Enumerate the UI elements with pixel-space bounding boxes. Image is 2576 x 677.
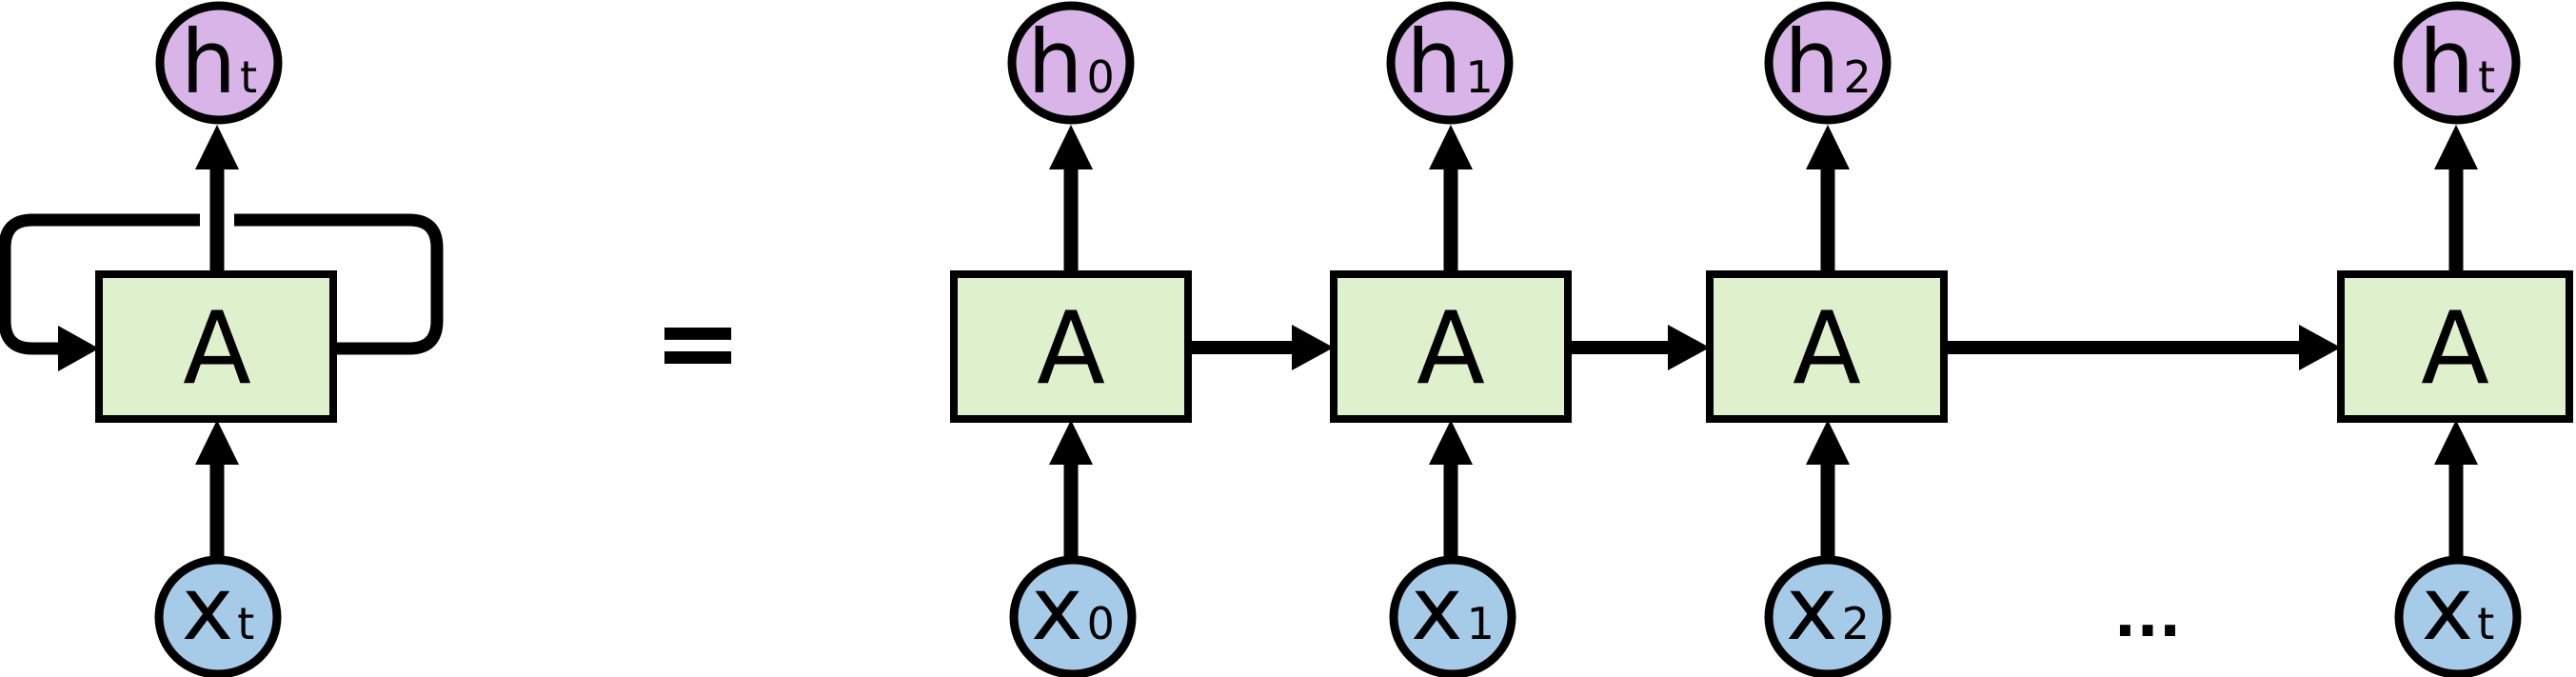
- hidden-node: [155, 1, 283, 125]
- hidden-node-label: ht: [2419, 11, 2495, 113]
- cell-box: [1706, 270, 1948, 423]
- input-arrowhead-icon: [195, 420, 239, 465]
- cell-label: A: [1037, 290, 1105, 407]
- input-node-label: x0: [1031, 558, 1115, 660]
- loop-arrowhead-icon: [58, 326, 99, 371]
- transition-arrow-1: [1188, 325, 1334, 370]
- input-node: [1764, 555, 1892, 677]
- input-node-label: xt: [2422, 558, 2495, 660]
- output-arrowhead-icon: [195, 125, 239, 169]
- transition-arrow-3: [1944, 325, 2341, 370]
- output-arrowhead-icon: [1429, 125, 1473, 169]
- ellipsis-text: ...: [2114, 581, 2182, 650]
- unrolled-rnn-group-2: A h2 x2: [1706, 1, 1948, 677]
- input-node-label: x1: [1411, 558, 1495, 660]
- hidden-node: [1386, 1, 1514, 125]
- input-arrowhead-icon: [1049, 420, 1093, 465]
- transition-arrowhead-icon: [1668, 325, 1710, 370]
- equals-sign: =: [653, 281, 743, 405]
- rolled-rnn-group: A ht xt: [0, 1, 444, 677]
- transition-arrow-2: [1568, 325, 1710, 370]
- output-arrow-shaft: [2448, 167, 2464, 275]
- hidden-node: [1007, 1, 1135, 125]
- input-arrow-shaft: [2448, 461, 2464, 557]
- unrolled-rnn-group-0: A h0 x0: [950, 1, 1192, 677]
- transition-arrowhead-icon: [2299, 325, 2341, 370]
- input-node-label: xt: [182, 558, 255, 660]
- hidden-node: [1764, 1, 1892, 125]
- transition-arrow-shaft: [1188, 341, 1295, 354]
- output-arrow-shaft: [1820, 167, 1835, 275]
- output-arrow-shaft: [1443, 167, 1458, 275]
- input-node: [1009, 555, 1137, 677]
- input-arrow-shaft: [1063, 461, 1079, 557]
- transition-arrow-shaft: [1944, 341, 2302, 354]
- input-arrow-shaft: [209, 461, 225, 557]
- output-arrowhead-icon: [2434, 125, 2478, 169]
- output-arrowhead-icon: [1806, 125, 1850, 169]
- unrolled-rnn-group-1: A h1 x1: [1330, 1, 1572, 677]
- output-arrowhead-icon: [1049, 125, 1093, 169]
- hidden-node-label: h2: [1784, 11, 1872, 113]
- cell-label: A: [2421, 290, 2489, 407]
- cell-box: [950, 270, 1192, 423]
- output-arrow-shaft: [1063, 167, 1079, 275]
- output-arrow-shaft: [209, 167, 225, 275]
- cell-box: [95, 270, 337, 423]
- hidden-node-label: ht: [181, 11, 257, 113]
- transition-arrow-shaft: [1568, 341, 1671, 354]
- hidden-node-label: h1: [1406, 11, 1494, 113]
- input-node: [1389, 555, 1516, 677]
- input-arrowhead-icon: [1806, 420, 1850, 465]
- cell-label: A: [183, 290, 251, 407]
- input-node: [2394, 555, 2522, 677]
- input-node-label: x2: [1786, 558, 1870, 660]
- cell-label: A: [1793, 290, 1861, 407]
- input-arrowhead-icon: [2434, 420, 2478, 465]
- hidden-node-label: h0: [1027, 11, 1115, 113]
- cell-label: A: [1417, 290, 1485, 407]
- input-arrowhead-icon: [1429, 420, 1473, 465]
- hidden-node: [2393, 1, 2521, 125]
- input-arrow-shaft: [1820, 461, 1835, 557]
- unrolled-rnn-group-3: A ht xt: [2337, 1, 2573, 677]
- input-arrow-shaft: [1443, 461, 1458, 557]
- input-node: [154, 555, 282, 677]
- transition-arrowhead-icon: [1292, 325, 1334, 370]
- cell-box: [2337, 270, 2573, 423]
